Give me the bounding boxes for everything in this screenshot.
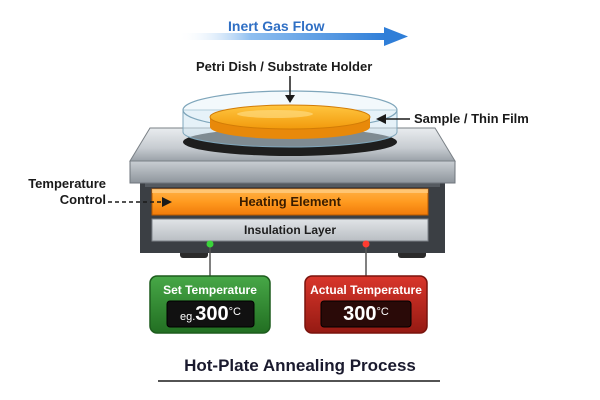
- actual-temperature-value: 300: [343, 303, 377, 325]
- set-indicator-led: [206, 240, 214, 248]
- temp-control-label: Temperature Control: [14, 176, 106, 208]
- gas-flow-arrow: [178, 27, 408, 46]
- actual-temperature-readout: 300°C: [321, 302, 411, 328]
- gas-flow-label: Inert Gas Flow: [228, 18, 325, 34]
- set-temperature-title: Set Temperature: [163, 283, 257, 297]
- insulation-layer-label: Insulation Layer: [243, 223, 337, 237]
- actual-temperature-display: [320, 300, 412, 328]
- petri-dish: [182, 90, 398, 156]
- hot-plate: [129, 127, 456, 258]
- petri-dish-callout: [285, 76, 295, 103]
- actual-indicator-led: [362, 240, 370, 248]
- heating-element-label: Heating Element: [239, 194, 341, 209]
- sample-label: Sample / Thin Film: [414, 111, 529, 126]
- sample-callout: [376, 114, 410, 124]
- temp-control-label-line1: Temperature: [28, 176, 106, 191]
- set-temperature-readout: eg.300°C: [167, 302, 254, 329]
- set-temperature-value: 300: [195, 303, 229, 325]
- diagram-caption: Hot-Plate Annealing Process: [184, 356, 416, 375]
- set-temperature-panel: [149, 275, 271, 334]
- temp-control-label-line2: Control: [59, 192, 106, 207]
- petri-dish-label: Petri Dish / Substrate Holder: [196, 59, 373, 74]
- set-temperature-prefix: eg.: [179, 311, 196, 323]
- actual-temperature-panel: [304, 275, 428, 334]
- indicator-leads: [206, 240, 370, 276]
- insulation-layer: [151, 218, 429, 242]
- actual-temperature-title: Actual Temperature: [310, 283, 422, 297]
- plate-front-face: [129, 160, 456, 184]
- set-temperature-unit: °C: [228, 306, 241, 318]
- actual-temperature-unit: °C: [376, 306, 389, 318]
- set-temperature-display: [166, 300, 255, 328]
- temp-control-callout: [108, 197, 172, 207]
